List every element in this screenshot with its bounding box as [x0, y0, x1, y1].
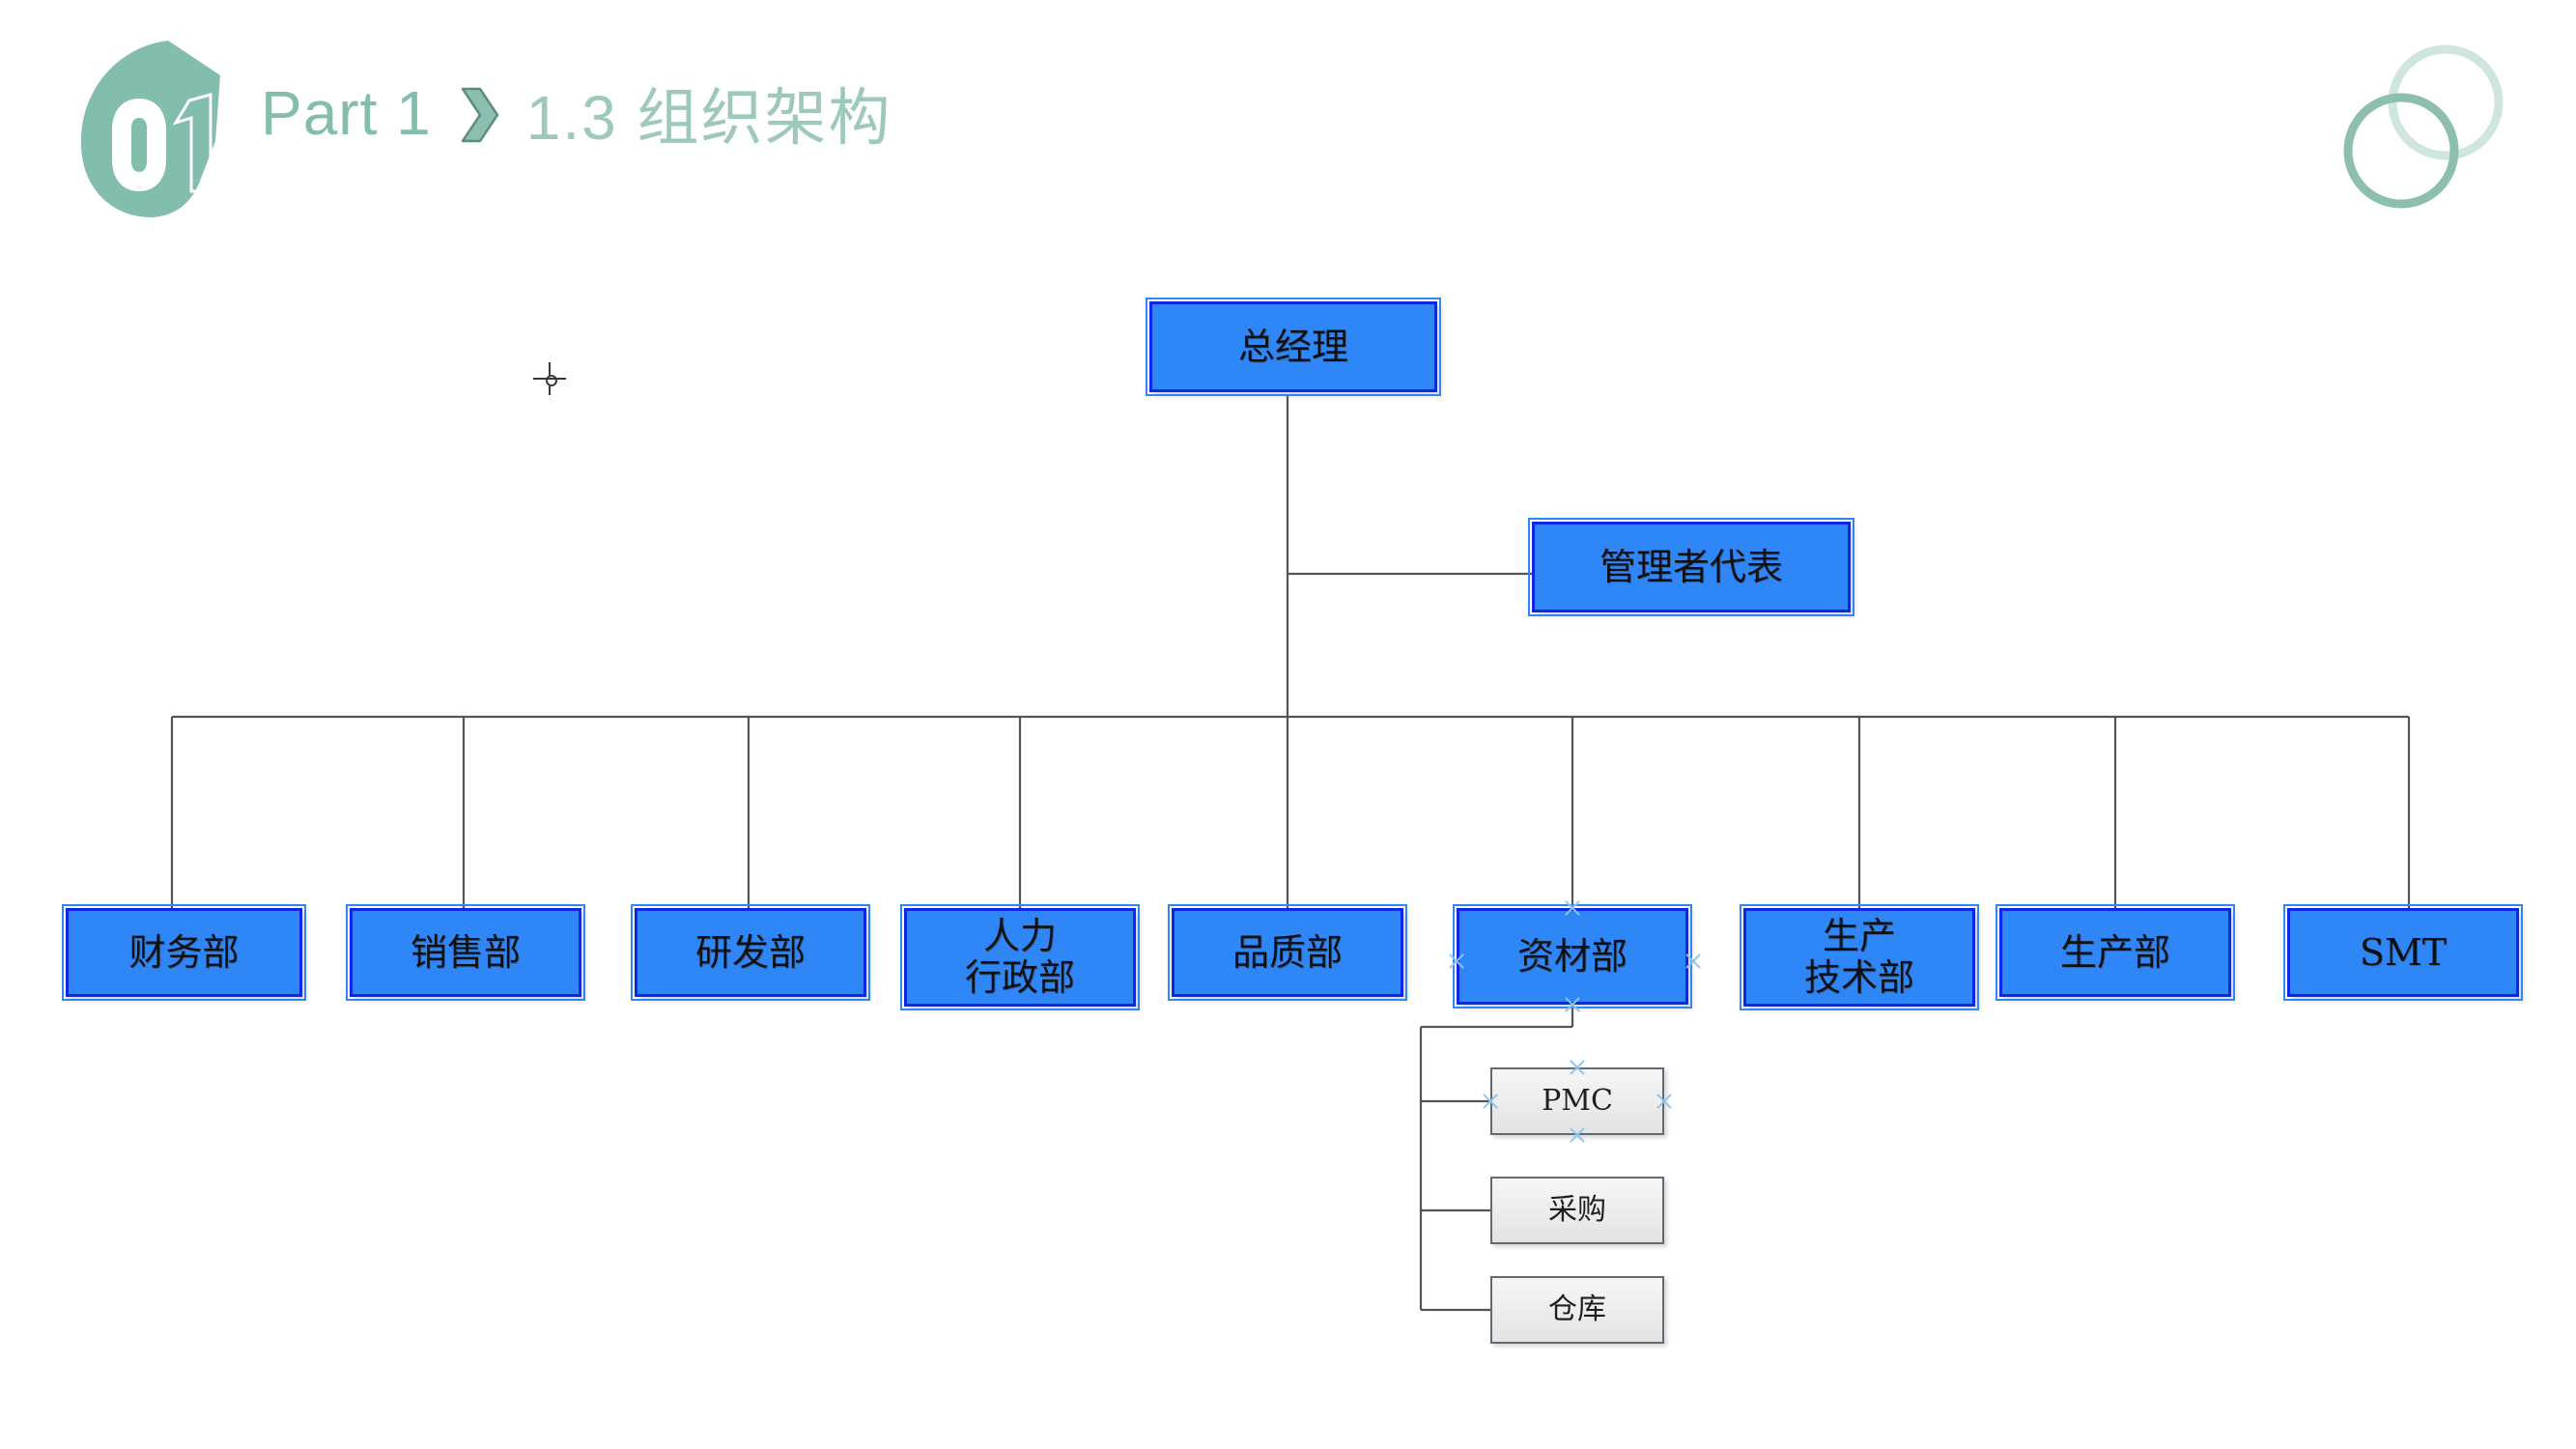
crosshair-center-dot: [546, 375, 557, 386]
slide-header: 01 Part 1 1.3 组织架构: [0, 0, 2576, 242]
two-overlapping-circles-icon: [2343, 44, 2504, 209]
org-node-materials[interactable]: 资材部: [1453, 904, 1692, 1009]
org-node-label: 采购: [1548, 1193, 1606, 1228]
org-node-hr-admin[interactable]: 人力 行政部: [900, 904, 1140, 1010]
org-node-label: 研发部: [694, 930, 806, 974]
org-node-label: 管理者代表: [1599, 545, 1783, 588]
badge-blob-shape: [80, 41, 220, 217]
org-node-label-line1: 人力: [982, 915, 1057, 958]
chevron-right-icon: [457, 87, 501, 143]
org-node-label: 财务部: [128, 930, 240, 974]
org-node-label: SMT: [2359, 930, 2448, 974]
org-node-label: 生产部: [2059, 930, 2170, 974]
org-node-label: 销售部: [410, 930, 521, 974]
org-node-purchasing[interactable]: 采购: [1490, 1177, 1664, 1244]
org-node-sales[interactable]: 销售部: [346, 904, 585, 1001]
org-node-production-tech[interactable]: 生产 技术部: [1740, 904, 1979, 1010]
org-node-finance[interactable]: 财务部: [62, 904, 306, 1001]
org-node-warehouse[interactable]: 仓库: [1490, 1276, 1664, 1344]
slide-title: Part 1 1.3 组织架构: [261, 60, 892, 166]
org-node-label: 总经理: [1237, 325, 1348, 368]
org-node-pmc[interactable]: PMC: [1490, 1067, 1664, 1135]
org-node-label: 资材部: [1516, 934, 1628, 978]
org-node-management-rep[interactable]: 管理者代表: [1528, 518, 1854, 616]
org-node-quality[interactable]: 品质部: [1168, 904, 1407, 1001]
section-label: 1.3 组织架构: [525, 83, 892, 153]
org-node-label: PMC: [1542, 1084, 1613, 1119]
crosshair-cursor: [533, 362, 566, 395]
org-node-label-line2: 技术部: [1803, 956, 1914, 999]
org-node-label-line1: 生产: [1822, 915, 1896, 958]
org-node-label: 仓库: [1548, 1293, 1606, 1327]
org-node-production[interactable]: 生产部: [1996, 904, 2235, 1001]
org-node-label-line2: 行政部: [964, 956, 1075, 999]
org-node-label: 生产 技术部: [1804, 916, 1914, 998]
org-node-label: 人力 行政部: [965, 916, 1075, 998]
section-number-badge: 01: [75, 37, 259, 220]
org-node-rnd[interactable]: 研发部: [631, 904, 870, 1001]
org-node-label: 品质部: [1231, 930, 1343, 974]
org-node-root[interactable]: 总经理: [1146, 298, 1441, 396]
org-node-smt[interactable]: SMT: [2283, 904, 2523, 1001]
part-label: Part 1: [261, 78, 432, 148]
